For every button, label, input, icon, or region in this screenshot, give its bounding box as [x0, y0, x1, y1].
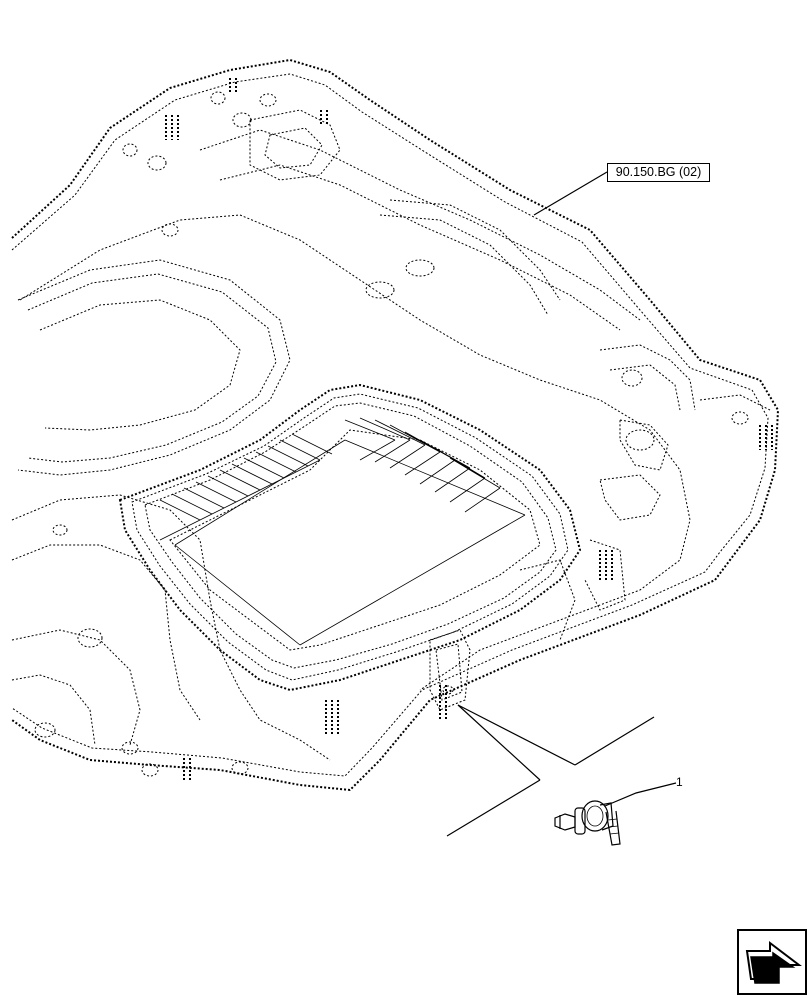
bolt-stacks: [165, 78, 773, 780]
return-navigation-button[interactable]: [737, 929, 807, 995]
roof-mounting-bosses: [34, 91, 749, 777]
reference-callout-text: 90.150.BG (02): [615, 165, 702, 179]
reference-callout-link[interactable]: 90.150.BG (02): [607, 163, 710, 182]
arrow-return-icon: [737, 929, 807, 995]
reference-leader-line: [533, 171, 608, 216]
explosion-guide-lines: [446, 704, 655, 837]
cab-roof-assembly: [11, 58, 780, 792]
part-leader-line: [604, 782, 677, 807]
glass-seal-hatching: [159, 417, 501, 541]
part-number-label: 1: [676, 775, 683, 789]
pressure-sensor-part: [554, 800, 621, 846]
